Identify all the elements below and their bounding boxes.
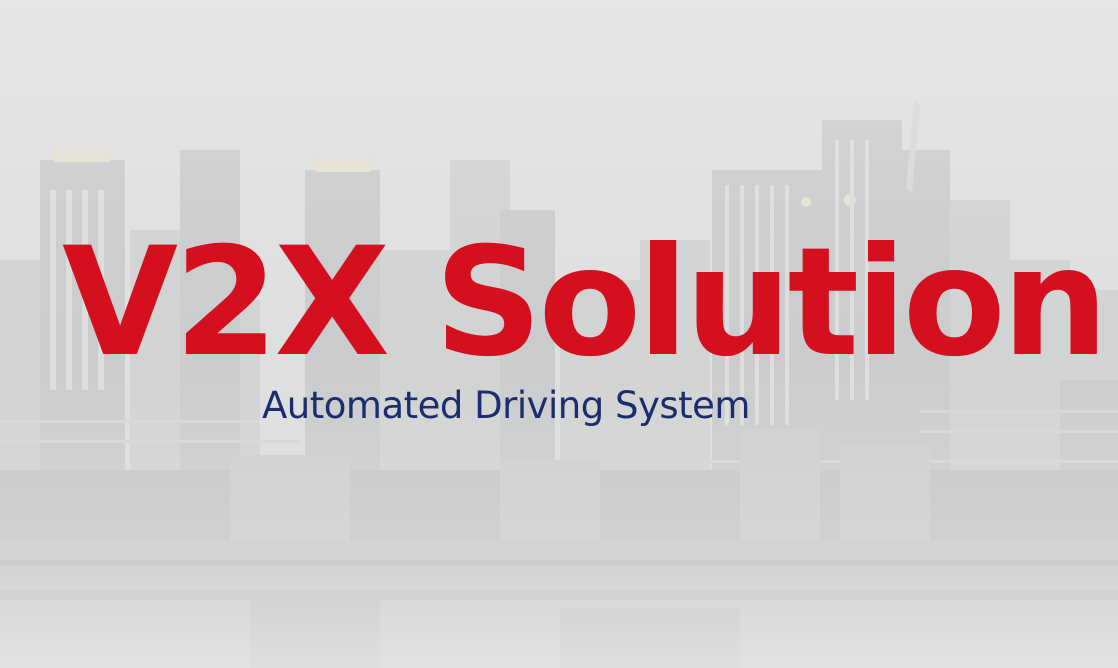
subtitle-text: Automated Driving System bbox=[262, 384, 750, 427]
title-heading: V2X Solution bbox=[62, 216, 1109, 390]
